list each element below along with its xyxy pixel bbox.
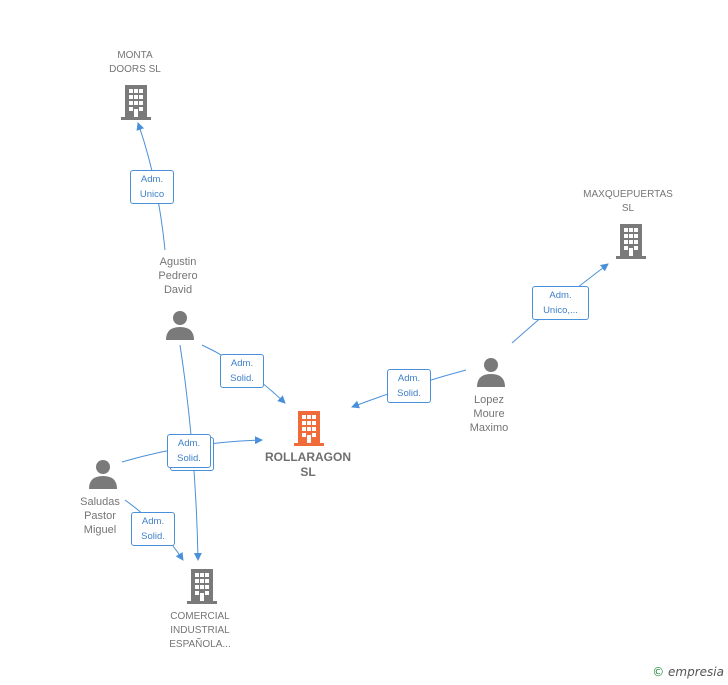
edge-label-agustin-monta[interactable]: Adm. Unico	[130, 170, 174, 204]
building-icon[interactable]	[293, 410, 325, 446]
node-label-rollaragon: ROLLARAGON SL	[265, 450, 351, 479]
edge-label-lopez-maxque[interactable]: Adm. Unico,...	[532, 286, 589, 320]
brand-logo[interactable]: empresia	[668, 665, 724, 679]
node-label-saludas: Saludas Pastor Miguel	[80, 496, 120, 536]
edge-label-agustin-rollaragon[interactable]: Adm. Solid.	[220, 354, 264, 388]
node-label-lopez: Lopez Moure Maximo	[469, 394, 509, 434]
node-label-comercial: COMERCIAL INDUSTRIAL ESPAÑOLA...	[169, 611, 231, 650]
person-icon[interactable]	[476, 357, 506, 387]
person-icon[interactable]	[88, 459, 118, 489]
node-label-monta: MONTA DOORS SL	[109, 50, 161, 75]
node-label-agustin: Agustin Pedrero David	[158, 256, 198, 296]
building-icon[interactable]	[186, 568, 218, 604]
person-icon[interactable]	[165, 310, 195, 340]
node-label-maxque: MAXQUEPUERTAS SL	[583, 189, 673, 214]
edge-label-saludas-comercial[interactable]: Adm. Solid.	[131, 512, 175, 546]
edge-label-lopez-rollaragon[interactable]: Adm. Solid.	[387, 369, 431, 403]
copyright-footer: © empresia	[652, 665, 724, 679]
building-icon[interactable]	[120, 84, 152, 120]
edge-label-saludas-rollaragon[interactable]: Adm. Solid.	[167, 434, 211, 468]
copyright-icon: ©	[652, 665, 665, 679]
building-icon[interactable]	[615, 223, 647, 259]
